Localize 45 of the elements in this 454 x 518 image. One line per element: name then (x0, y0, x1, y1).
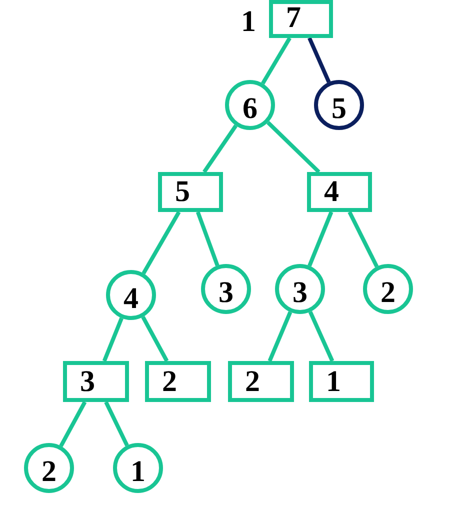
circle-node (106, 270, 156, 320)
circle-node (201, 264, 251, 314)
box-node (145, 361, 211, 402)
node-number: 3 (80, 367, 95, 397)
circle-node (24, 443, 74, 493)
connector-line (348, 211, 379, 268)
connector-line (104, 401, 129, 446)
connector-line (102, 317, 124, 362)
step-number: 1 (241, 7, 256, 37)
connector-line (308, 37, 331, 83)
connector-line (141, 316, 169, 362)
connector-line (196, 211, 220, 266)
node-number: 4 (324, 177, 339, 207)
box-node (307, 172, 372, 212)
box-node (63, 361, 129, 402)
node-number: 2 (245, 367, 260, 397)
connector-line (308, 211, 334, 267)
node-number: 6 (242, 94, 258, 124)
circle-node (225, 80, 275, 130)
box-node (269, 0, 333, 38)
node-number: 3 (292, 278, 308, 308)
circle-node (113, 443, 163, 493)
circle-node (363, 264, 413, 314)
node-number: 2 (162, 367, 177, 397)
circle-node (275, 264, 325, 314)
node-number: 1 (326, 367, 341, 397)
node-number: 7 (286, 3, 301, 33)
connector-line (202, 124, 238, 174)
connector-line (266, 121, 320, 174)
node-number: 2 (380, 278, 396, 308)
connector-line (59, 401, 87, 447)
connector-line (308, 311, 334, 362)
connector-line (142, 211, 181, 274)
box-node (228, 361, 294, 402)
node-number: 5 (175, 177, 190, 207)
box-node (309, 361, 374, 402)
connector-line (268, 311, 292, 362)
node-number: 1 (130, 457, 146, 487)
box-node (158, 172, 223, 212)
node-number: 3 (218, 278, 234, 308)
node-number: 4 (124, 284, 138, 314)
node-number: 5 (332, 94, 346, 124)
circle-node (314, 80, 364, 130)
node-number: 2 (42, 457, 56, 487)
connector-line (261, 36, 292, 85)
